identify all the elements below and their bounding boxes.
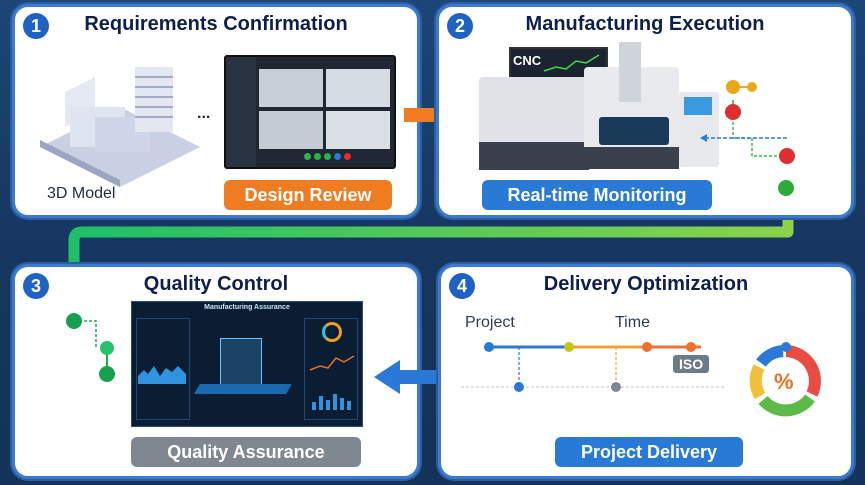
video-conference-screen bbox=[224, 55, 396, 169]
3d-model-icon bbox=[40, 67, 200, 187]
design-review-button[interactable]: Design Review bbox=[224, 180, 392, 210]
panel-requirements-confirmation: 1 Requirements Confirmation ... 3D Model… bbox=[12, 4, 420, 218]
green-node bbox=[99, 366, 115, 382]
step-number-badge: 1 bbox=[23, 13, 49, 39]
step-title: Manufacturing Execution bbox=[525, 13, 765, 35]
project-timeline bbox=[461, 342, 726, 392]
yellow-node bbox=[726, 80, 740, 94]
cnc-machine-image: CNC bbox=[479, 42, 719, 172]
cnc-screen-label: CNC bbox=[513, 53, 542, 68]
quality-assurance-button[interactable]: Quality Assurance bbox=[131, 437, 361, 467]
yellow-node bbox=[747, 82, 757, 92]
step-number-badge: 2 bbox=[447, 13, 473, 39]
percent-symbol: % bbox=[774, 369, 794, 394]
quality-dashboard: Manufacturing Assurance bbox=[131, 301, 363, 427]
timeline-label-project: Project bbox=[465, 314, 515, 331]
arrow-left-icon bbox=[374, 360, 442, 394]
step-title: Quality Control bbox=[143, 273, 289, 295]
timeline-label-time: Time bbox=[615, 314, 650, 331]
red-node bbox=[725, 104, 741, 120]
project-delivery-button[interactable]: Project Delivery bbox=[555, 437, 743, 467]
real-time-monitoring-button[interactable]: Real-time Monitoring bbox=[482, 180, 712, 210]
step-number-badge: 4 bbox=[449, 273, 475, 299]
dashboard-title: Manufacturing Assurance bbox=[204, 304, 290, 311]
progress-donut bbox=[749, 342, 821, 417]
green-node bbox=[66, 313, 82, 329]
panel-delivery-optimization: 4 Delivery Optimization Project Time ISO… bbox=[438, 264, 854, 479]
3d-model-label: 3D Model bbox=[47, 185, 116, 202]
step-title: Requirements Confirmation bbox=[84, 13, 348, 35]
ellipsis: ... bbox=[197, 105, 211, 122]
panel-quality-control: 3 Quality Control Manufacturing Assuranc… bbox=[12, 264, 420, 479]
iso-badge: ISO bbox=[673, 355, 710, 373]
teal-node bbox=[100, 341, 114, 355]
green-node bbox=[778, 180, 794, 196]
step-number-badge: 3 bbox=[23, 273, 49, 299]
step-title: Delivery Optimization bbox=[543, 273, 749, 295]
red-node bbox=[779, 148, 795, 164]
